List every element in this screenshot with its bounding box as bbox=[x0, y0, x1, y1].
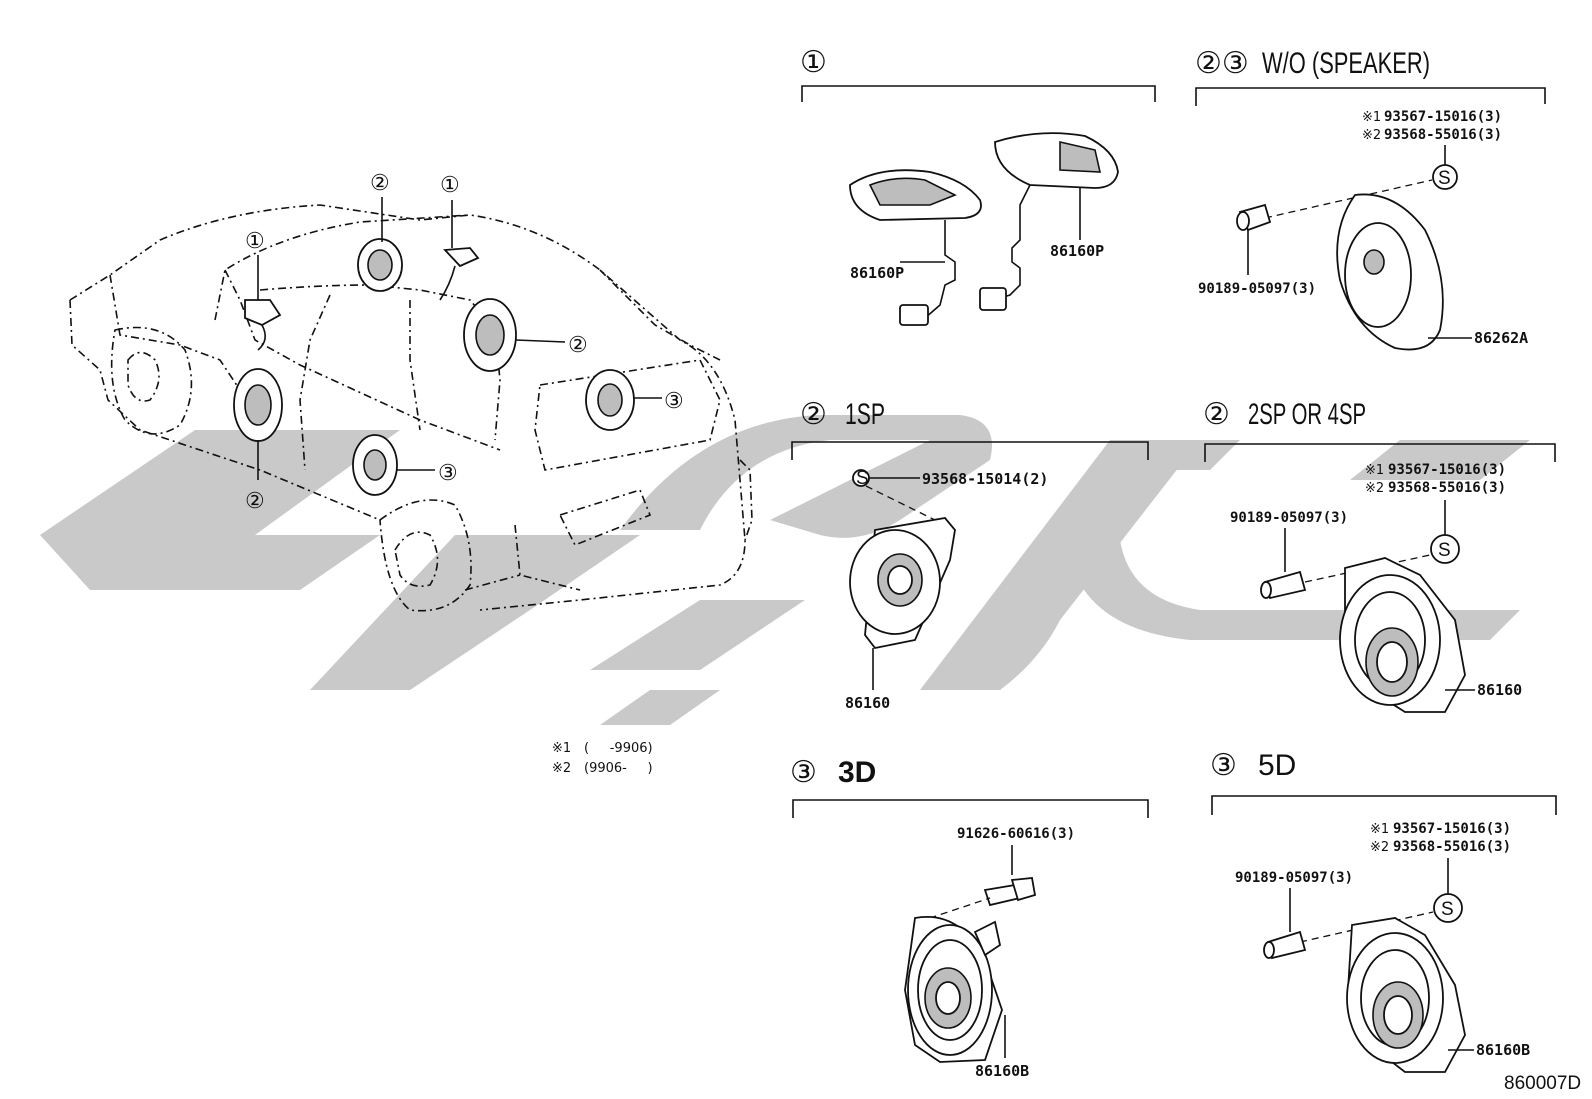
callout-3-center: ③ bbox=[438, 460, 458, 485]
s1-left-part: 86160P bbox=[850, 264, 904, 282]
s4-speaker-part: 86160 bbox=[1477, 681, 1522, 699]
s2-screw-1: 93567-15016(3) bbox=[1384, 109, 1502, 125]
section-2: ②③ W/O (SPEAKER) ※1 93567-15016(3) ※2 93… bbox=[1195, 47, 1546, 351]
s4-screw-1: 93567-15016(3) bbox=[1388, 462, 1506, 478]
s4-mark-1: ※1 bbox=[1365, 463, 1384, 478]
car-speaker-top-left-tweeter bbox=[244, 299, 282, 351]
callout-3-back: ③ bbox=[664, 388, 684, 413]
s2-mark-2: ※2 bbox=[1362, 128, 1381, 143]
s3-screw-part: 93568-15014(2) bbox=[922, 470, 1048, 488]
tweeter-left bbox=[849, 169, 982, 326]
s6-speaker-part: 86160B bbox=[1476, 1041, 1530, 1059]
callout-1-left: ① bbox=[245, 228, 265, 253]
vehicle-overview bbox=[69, 204, 753, 612]
s4-mark-2: ※2 bbox=[1365, 481, 1384, 496]
section-4-num: ② bbox=[1203, 398, 1230, 431]
car-speaker-back bbox=[585, 369, 635, 431]
s6-clip-part: 90189-05097(3) bbox=[1235, 870, 1353, 886]
diagram-code: 860007D bbox=[1504, 1073, 1581, 1094]
s4-clip bbox=[1260, 570, 1307, 600]
section-3-num: ② bbox=[800, 398, 827, 431]
section-5-num: ③ bbox=[790, 756, 817, 789]
s2-screw-symbol bbox=[1432, 164, 1458, 190]
section-2-num: ②③ bbox=[1195, 47, 1249, 80]
note-2-text: (9906- ) bbox=[584, 761, 653, 776]
s2-clip-part: 90189-05097(3) bbox=[1198, 281, 1316, 297]
section-5: ③ 3D 91626-60616(3) 86160B bbox=[790, 756, 1149, 1080]
section-6-title: 5D bbox=[1258, 749, 1296, 782]
s1-right-part: 86160P bbox=[1050, 242, 1104, 260]
section-1-num: ① bbox=[800, 46, 827, 79]
s6-speaker bbox=[1346, 917, 1466, 1073]
s6-screw-2: 93568-55016(3) bbox=[1393, 839, 1511, 855]
s5-bolt-part: 91626-60616(3) bbox=[957, 826, 1075, 842]
callout-1-top: ① bbox=[440, 172, 460, 197]
s4-clip-part: 90189-05097(3) bbox=[1230, 510, 1348, 526]
s5-speaker-part: 86160B bbox=[975, 1062, 1029, 1080]
s6-mark-1: ※1 bbox=[1370, 822, 1389, 837]
s2-speaker-part: 86262A bbox=[1474, 329, 1528, 347]
s2-speaker bbox=[1336, 193, 1444, 351]
svg-text:S: S bbox=[856, 468, 869, 489]
car-speaker-top-tweeter bbox=[439, 247, 480, 301]
s2-screw-2: 93568-55016(3) bbox=[1384, 127, 1502, 143]
section-3: ② 1SP S 93568-15014(2) 86160 bbox=[791, 398, 1149, 712]
section-1: ① 86160P 86160P bbox=[800, 46, 1156, 326]
section-5-title: 3D bbox=[838, 756, 876, 789]
svg-text:S: S bbox=[1441, 899, 1454, 920]
section-3-title: 1SP bbox=[845, 398, 885, 431]
s4-screw-2: 93568-55016(3) bbox=[1388, 480, 1506, 496]
section-6: ③ 5D ※1 93567-15016(3) ※2 93568-55016(3)… bbox=[1210, 749, 1557, 1073]
note-1-text: ( -9906) bbox=[584, 741, 653, 756]
car-speaker-center bbox=[352, 434, 398, 496]
s5-bolt bbox=[983, 877, 1037, 907]
car-speaker-rear-door bbox=[463, 298, 517, 372]
s6-screw-symbol bbox=[1433, 893, 1463, 923]
svg-text:S: S bbox=[1438, 540, 1451, 561]
section-4-title: 2SP OR 4SP bbox=[1248, 398, 1366, 431]
s6-clip bbox=[1263, 930, 1307, 960]
s6-mark-2: ※2 bbox=[1370, 840, 1389, 855]
callout-2-bottom: ② bbox=[245, 488, 265, 513]
s3-speaker bbox=[849, 517, 956, 649]
s5-speaker bbox=[904, 916, 1003, 1063]
callout-2-right: ② bbox=[568, 332, 588, 357]
svg-text:S: S bbox=[1438, 168, 1451, 189]
s4-speaker bbox=[1339, 557, 1466, 713]
date-notes: ※1 ( -9906) ※2 (9906- ) bbox=[552, 741, 653, 776]
car-speaker-top-rear bbox=[357, 238, 403, 292]
tweeter-right bbox=[979, 132, 1119, 311]
section-4: ② 2SP OR 4SP ※1 93567-15016(3) ※2 93568-… bbox=[1203, 398, 1556, 713]
watermark-logo bbox=[40, 415, 1530, 725]
s4-screw-symbol bbox=[1430, 534, 1460, 564]
s3-speaker-part: 86160 bbox=[845, 694, 890, 712]
car-speaker-front-door bbox=[233, 368, 283, 442]
note-1-mark: ※1 bbox=[552, 741, 571, 756]
car-callouts: ② ① ① ② ② ③ ③ bbox=[245, 170, 684, 513]
s6-screw-1: 93567-15016(3) bbox=[1393, 821, 1511, 837]
section-2-title: W/O (SPEAKER) bbox=[1262, 47, 1430, 80]
section-6-num: ③ bbox=[1210, 749, 1237, 782]
note-2-mark: ※2 bbox=[552, 761, 571, 776]
s2-mark-1: ※1 bbox=[1362, 110, 1381, 125]
callout-2-top: ② bbox=[370, 170, 390, 195]
s2-clip bbox=[1236, 203, 1272, 232]
